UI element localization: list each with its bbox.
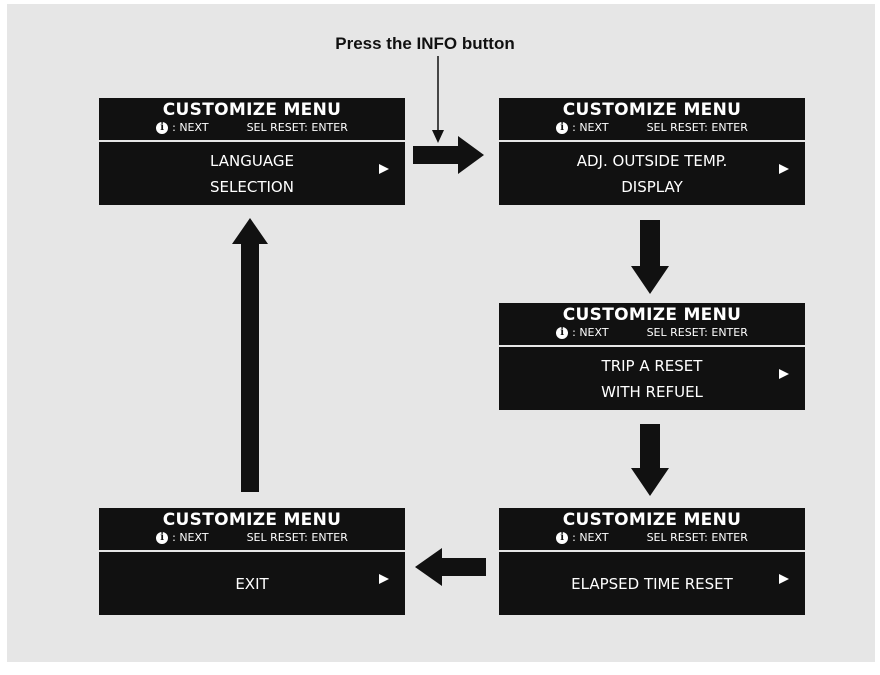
screen-subheader: i : NEXT SEL RESET: ENTER — [499, 530, 805, 546]
sel-reset-label: SEL RESET: ENTER — [246, 121, 348, 134]
sel-reset-label: SEL RESET: ENTER — [646, 121, 748, 134]
screen-header: CUSTOMIZE MENU i : NEXT SEL RESET: ENTER — [99, 508, 405, 552]
triangle-right-icon — [379, 164, 389, 174]
screen-line-2: SELECTION — [210, 177, 294, 196]
screen-subheader: i : NEXT SEL RESET: ENTER — [499, 120, 805, 136]
menu-screen-elapsed-time: CUSTOMIZE MENU i : NEXT SEL RESET: ENTER… — [499, 508, 805, 615]
screen-title: CUSTOMIZE MENU — [162, 100, 342, 120]
screen-subheader: i : NEXT SEL RESET: ENTER — [99, 120, 405, 136]
arrow-left-4-to-5 — [415, 548, 486, 586]
triangle-right-icon — [779, 369, 789, 379]
info-icon: i — [156, 532, 169, 544]
info-icon: i — [556, 532, 569, 544]
info-icon: i — [556, 122, 569, 134]
screen-header: CUSTOMIZE MENU i : NEXT SEL RESET: ENTER — [499, 508, 805, 552]
screen-line-2: DISPLAY — [621, 177, 683, 196]
screen-subheader: i : NEXT SEL RESET: ENTER — [99, 530, 405, 546]
menu-screen-outside-temp: CUSTOMIZE MENU i : NEXT SEL RESET: ENTER… — [499, 98, 805, 205]
screen-header: CUSTOMIZE MENU i : NEXT SEL RESET: ENTER — [499, 303, 805, 347]
info-icon: i — [556, 327, 569, 339]
info-button-caption: Press the INFO button — [335, 34, 515, 53]
screen-line-1: ADJ. OUTSIDE TEMP. — [576, 151, 728, 170]
triangle-right-icon — [779, 574, 789, 584]
next-label: : NEXT — [172, 121, 209, 134]
triangle-right-icon — [779, 164, 789, 174]
arrow-right-1-to-2 — [413, 136, 484, 174]
screen-title: CUSTOMIZE MENU — [562, 305, 742, 325]
arrow-up-5-to-1 — [232, 218, 268, 492]
caption-pointer-head — [432, 130, 444, 143]
screen-line-1: LANGUAGE — [210, 151, 294, 170]
info-icon: i — [156, 122, 169, 134]
menu-screen-exit: CUSTOMIZE MENU i : NEXT SEL RESET: ENTER… — [99, 508, 405, 615]
menu-screen-trip-reset: CUSTOMIZE MENU i : NEXT SEL RESET: ENTER… — [499, 303, 805, 410]
screen-title: CUSTOMIZE MENU — [562, 100, 742, 120]
arrow-down-3-to-4 — [631, 424, 669, 496]
screen-title: CUSTOMIZE MENU — [562, 510, 742, 530]
sel-reset-label: SEL RESET: ENTER — [246, 531, 348, 544]
screen-title: CUSTOMIZE MENU — [162, 510, 342, 530]
sel-reset-label: SEL RESET: ENTER — [646, 531, 748, 544]
arrow-down-2-to-3 — [631, 220, 669, 294]
next-label: : NEXT — [572, 531, 609, 544]
next-label: : NEXT — [572, 326, 609, 339]
screen-body: ADJ. OUTSIDE TEMP. DISPLAY — [499, 142, 805, 205]
screen-line-1: EXIT — [235, 574, 269, 593]
screen-body: TRIP A RESET WITH REFUEL — [499, 347, 805, 410]
screen-body: ELAPSED TIME RESET — [499, 552, 805, 615]
triangle-right-icon — [379, 574, 389, 584]
next-label: : NEXT — [172, 531, 209, 544]
menu-screen-language: CUSTOMIZE MENU i : NEXT SEL RESET: ENTER… — [99, 98, 405, 205]
next-label: : NEXT — [572, 121, 609, 134]
screen-header: CUSTOMIZE MENU i : NEXT SEL RESET: ENTER — [99, 98, 405, 142]
screen-subheader: i : NEXT SEL RESET: ENTER — [499, 325, 805, 341]
screen-line-2: WITH REFUEL — [601, 382, 703, 401]
screen-line-1: ELAPSED TIME RESET — [571, 574, 733, 593]
screen-line-1: TRIP A RESET — [601, 356, 703, 375]
screen-body: EXIT — [99, 552, 405, 615]
screen-body: LANGUAGE SELECTION — [99, 142, 405, 205]
screen-header: CUSTOMIZE MENU i : NEXT SEL RESET: ENTER — [499, 98, 805, 142]
sel-reset-label: SEL RESET: ENTER — [646, 326, 748, 339]
